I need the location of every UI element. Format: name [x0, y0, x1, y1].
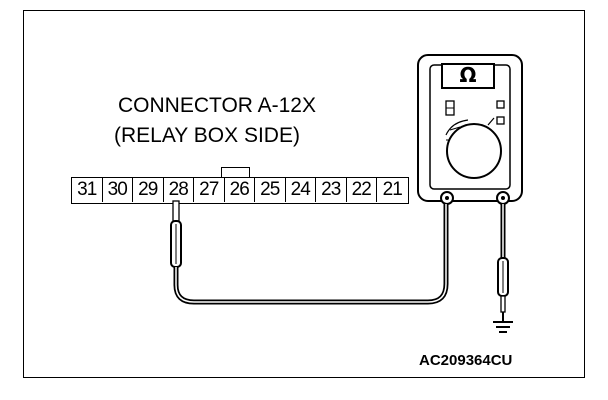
- pin-30: 30: [103, 178, 133, 202]
- probe-icon: [170, 200, 182, 268]
- pin-29: 29: [133, 178, 164, 202]
- pin-21: 21: [382, 179, 403, 200]
- connector-subtitle: (RELAY BOX SIDE): [114, 124, 300, 147]
- pin-23: 23: [316, 178, 347, 202]
- figure-frame: [23, 10, 585, 378]
- pin-26: 26: [225, 178, 255, 202]
- figure-code: AC209364CU: [419, 352, 513, 369]
- ohmmeter-icon: [417, 54, 523, 205]
- ground-probe-icon: [497, 257, 509, 313]
- pin-25: 25: [255, 178, 286, 202]
- pin-31: 31: [72, 178, 103, 202]
- ohm-symbol: Ω: [459, 63, 477, 87]
- pin-27: 27: [194, 178, 225, 202]
- pin-28: 28: [164, 178, 194, 202]
- pin-22: 22: [347, 178, 377, 202]
- pin-24: 24: [286, 178, 316, 202]
- connector-pin-row: 31 30 29 28 27 26 25 24 23 22 21: [71, 177, 409, 204]
- connector-key: [221, 167, 250, 177]
- connector-title: CONNECTOR A-12X: [118, 94, 316, 117]
- ground-icon: [493, 312, 513, 333]
